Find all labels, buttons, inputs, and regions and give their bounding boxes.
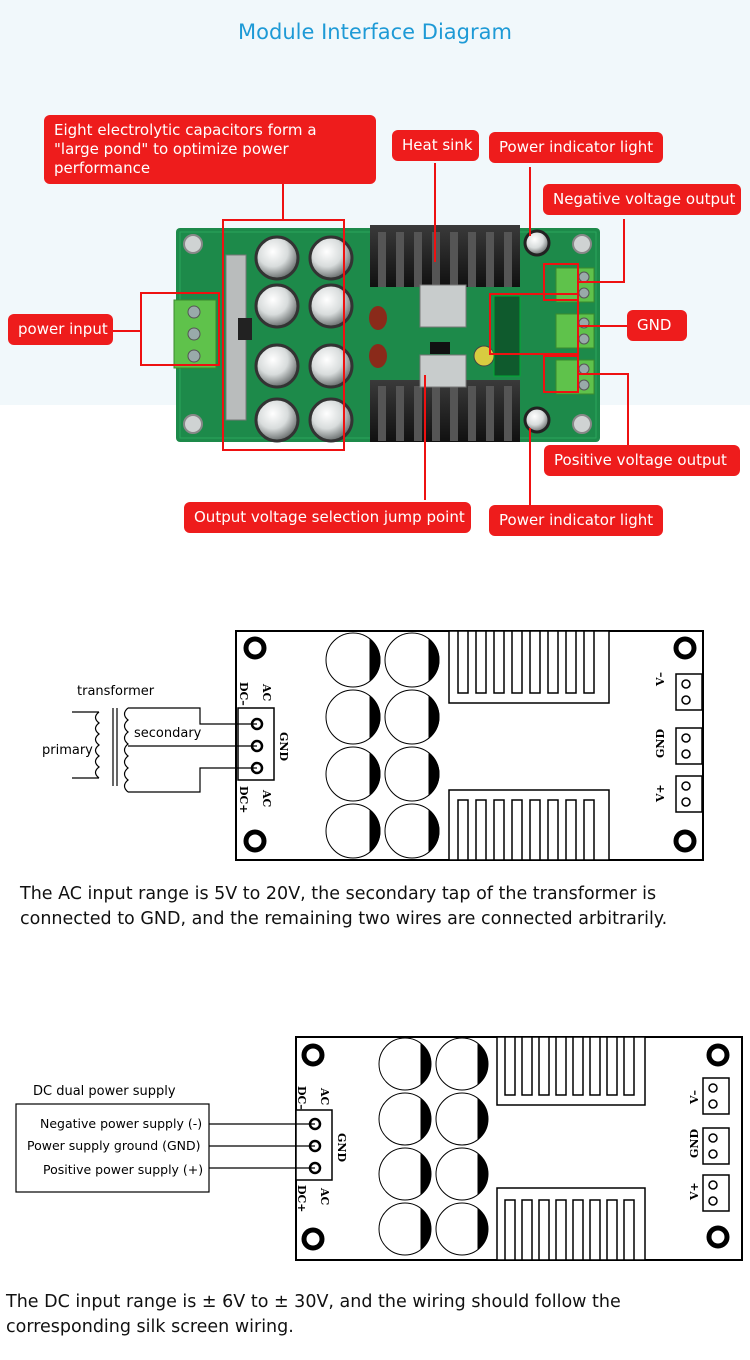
silk-out-gnd: GND — [688, 1129, 701, 1158]
capacitor-array — [254, 235, 354, 443]
heat-sink-top — [370, 225, 520, 328]
heat-sink-outline-bottom — [448, 789, 610, 861]
callout-capacitors: Eight electrolytic capacitors form a "la… — [44, 115, 376, 184]
mount-hole — [572, 234, 592, 254]
callout-negative-output: Negative voltage output — [543, 184, 741, 215]
dc-supply-title: DC dual power supply — [33, 1084, 176, 1099]
gnd-output-highlight-box — [489, 293, 579, 355]
callout-power-input: power input — [8, 314, 113, 345]
silk-dc-plus: DC+ — [295, 1185, 308, 1213]
output-terminal-gnd — [555, 313, 595, 349]
leader-lines — [113, 163, 629, 505]
silk-gnd: GND — [335, 1133, 348, 1162]
capacitor-outlines — [325, 632, 440, 859]
callout-heat-sink: Heat sink — [392, 130, 479, 161]
dc-supply-box — [15, 1103, 210, 1193]
heat-sink-outline-top — [448, 630, 610, 704]
silk-dc-minus: DC– — [295, 1086, 308, 1110]
positive-supply-label: Positive power supply (+) — [43, 1162, 203, 1177]
silk-v-minus: V– — [688, 1090, 701, 1105]
mount-hole — [572, 414, 592, 434]
mount-hole — [183, 414, 203, 434]
heat-sink-outline-bottom — [496, 1187, 646, 1261]
page-title: Module Interface Diagram — [238, 20, 512, 44]
ac-wiring-diagram: DC– AC GND DC+ AC V– GND V+ transformer … — [42, 630, 704, 861]
output-terminals — [702, 1077, 730, 1212]
silk-v-plus: V+ — [654, 784, 667, 803]
silk-ac-bottom: AC — [318, 1187, 331, 1206]
callout-power-light-bottom: Power indicator light — [489, 505, 663, 536]
silk-dc-plus: DC+ — [237, 786, 250, 814]
callout-jump-point: Output voltage selection jump point — [184, 502, 471, 533]
ground-supply-label: Power supply ground (GND) — [27, 1138, 201, 1153]
silk-v-plus: V+ — [688, 1182, 701, 1201]
indicator-light-bottom — [523, 406, 551, 434]
dc-description: The DC input range is ± 6V to ± 30V, and… — [6, 1292, 621, 1337]
mount-hole — [183, 234, 203, 254]
output-terminal-pos — [555, 359, 595, 395]
ac-description: The AC input range is 5V to 20V, the sec… — [20, 884, 668, 929]
silk-gnd: GND — [277, 732, 290, 761]
silk-dc-minus: DC– — [237, 682, 250, 706]
heat-sink-outline-top — [496, 1036, 646, 1106]
output-terminal-neg — [555, 267, 595, 303]
callout-positive-output: Positive voltage output — [544, 445, 740, 476]
primary-label: primary — [42, 743, 93, 758]
indicator-light-top — [523, 229, 551, 257]
callout-gnd: GND — [627, 310, 687, 341]
transformer-label: transformer — [77, 684, 155, 699]
secondary-label: secondary — [134, 726, 202, 741]
capacitor-outlines — [378, 1037, 489, 1256]
negative-supply-label: Negative power supply (-) — [40, 1116, 202, 1131]
callout-power-light-top: Power indicator light — [489, 132, 663, 163]
pcb-illustration — [113, 163, 629, 505]
silk-ac-top: AC — [260, 683, 273, 702]
dc-wiring-diagram: DC– AC GND DC+ AC V– GND V+ DC dual powe… — [15, 1036, 743, 1261]
silk-v-minus: V– — [654, 672, 667, 687]
dc-wires — [209, 1123, 315, 1169]
silk-ac-top: AC — [318, 1087, 331, 1106]
jumper-header — [493, 295, 521, 377]
transformer-symbol — [72, 707, 257, 793]
silk-out-gnd: GND — [654, 729, 667, 758]
silk-ac-bottom: AC — [260, 789, 273, 808]
output-terminals — [675, 673, 703, 813]
power-input-highlight-box — [140, 292, 220, 366]
heat-sink-bottom — [370, 354, 520, 442]
